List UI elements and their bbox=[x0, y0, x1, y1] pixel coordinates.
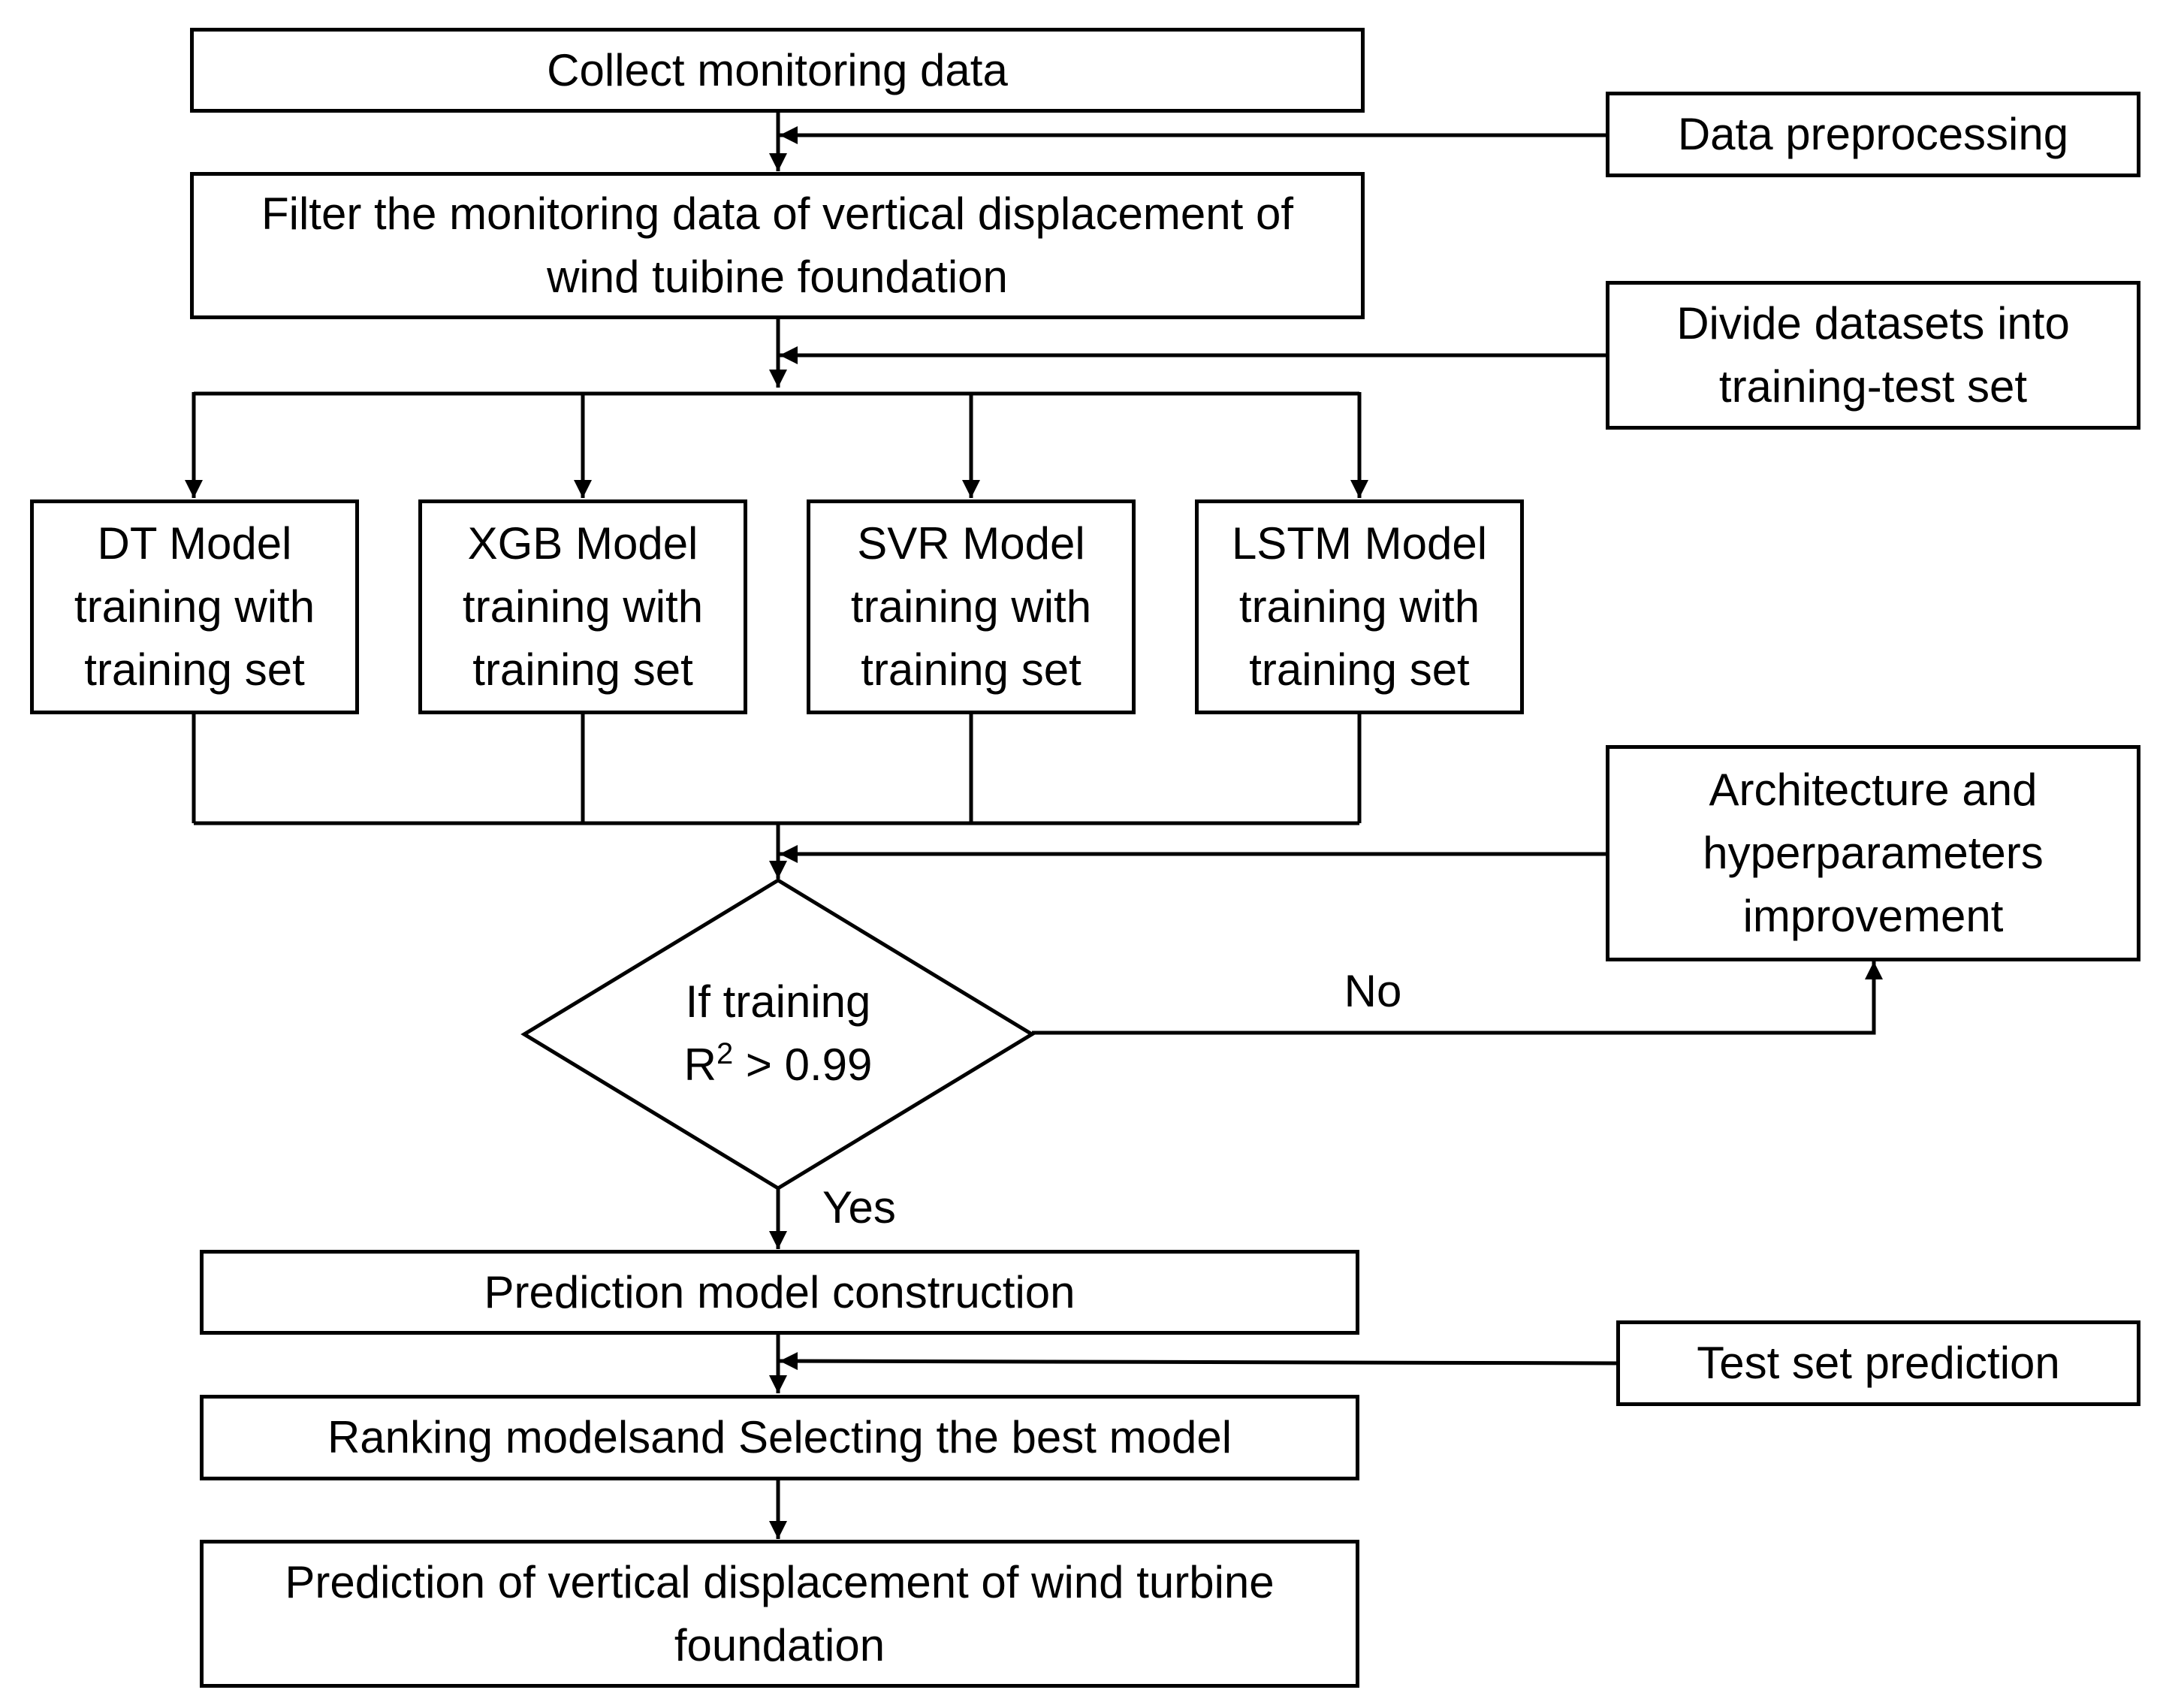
svr-model-line3: training set bbox=[861, 644, 1082, 695]
test-set-prediction-box: Test set prediction bbox=[1616, 1320, 2140, 1406]
divide-datasets-box: Divide datasets into training-test set bbox=[1606, 281, 2140, 430]
filter-data-label-line2: wind tuibine foundation bbox=[547, 252, 1008, 302]
data-preprocessing-box: Data preprocessing bbox=[1606, 92, 2140, 177]
xgb-model-line1: XGB Model bbox=[467, 518, 698, 569]
no-branch-label: No bbox=[1344, 966, 1402, 1016]
final-prediction-label-line2: foundation bbox=[674, 1619, 885, 1670]
dt-model-line1: DT Model bbox=[97, 518, 292, 569]
xgb-model-box: XGB Model training with training set bbox=[418, 499, 747, 714]
final-prediction-box: Prediction of vertical displacement of w… bbox=[200, 1540, 1359, 1688]
svr-model-line2: training with bbox=[850, 581, 1092, 632]
decision-threshold: > 0.99 bbox=[733, 1040, 873, 1090]
decision-line2: R2 > 0.99 bbox=[590, 1034, 966, 1097]
dt-model-line3: training set bbox=[84, 644, 305, 695]
dt-model-line2: training with bbox=[74, 581, 315, 632]
prediction-model-construction-label: Prediction model construction bbox=[484, 1266, 1075, 1317]
filter-data-box: Filter the monitoring data of vertical d… bbox=[190, 172, 1365, 319]
prediction-model-construction-box: Prediction model construction bbox=[200, 1250, 1359, 1335]
r-squared-exponent: 2 bbox=[716, 1037, 734, 1070]
yes-branch-label: Yes bbox=[822, 1182, 896, 1233]
svr-model-box: SVR Model training with training set bbox=[807, 499, 1136, 714]
dt-model-box: DT Model training with training set bbox=[30, 499, 359, 714]
xgb-model-line3: training set bbox=[472, 644, 693, 695]
decision-line1: If training bbox=[685, 976, 871, 1027]
architecture-improvement-box: Architecture and hyperparameters improve… bbox=[1606, 745, 2140, 961]
arrow-no-branch bbox=[1032, 961, 1883, 1035]
improvement-label-line1: Architecture and bbox=[1709, 765, 2038, 815]
lstm-model-line3: training set bbox=[1249, 644, 1470, 695]
collect-data-box: Collect monitoring data bbox=[190, 28, 1365, 113]
improvement-label-line2: hyperparameters bbox=[1703, 828, 2044, 878]
arrow-test-prediction bbox=[779, 1352, 1617, 1371]
final-prediction-label-line1: Prediction of vertical displacement of w… bbox=[285, 1556, 1275, 1607]
decision-diamond bbox=[520, 878, 1036, 1190]
improvement-label-line3: improvement bbox=[1742, 891, 2004, 941]
ranking-models-box: Ranking modelsand Selecting the best mod… bbox=[200, 1395, 1359, 1480]
ranking-models-label: Ranking modelsand Selecting the best mod… bbox=[327, 1412, 1232, 1462]
xgb-model-line2: training with bbox=[462, 581, 704, 632]
data-preprocessing-label: Data preprocessing bbox=[1677, 109, 2069, 159]
lstm-model-box: LSTM Model training with training set bbox=[1195, 499, 1524, 714]
decision-text: If training R2 > 0.99 bbox=[590, 970, 966, 1097]
divide-datasets-label-line2: training-test set bbox=[1718, 361, 2028, 412]
filter-data-label-line1: Filter the monitoring data of vertical d… bbox=[261, 189, 1293, 239]
collect-data-label: Collect monitoring data bbox=[547, 44, 1008, 95]
svr-model-line1: SVR Model bbox=[857, 518, 1085, 569]
test-set-prediction-label: Test set prediction bbox=[1697, 1338, 2060, 1388]
lstm-model-line2: training with bbox=[1238, 581, 1480, 632]
divide-datasets-label-line1: Divide datasets into bbox=[1676, 298, 2070, 349]
r-squared-symbol: R bbox=[683, 1040, 716, 1090]
lstm-model-line1: LSTM Model bbox=[1231, 518, 1488, 569]
